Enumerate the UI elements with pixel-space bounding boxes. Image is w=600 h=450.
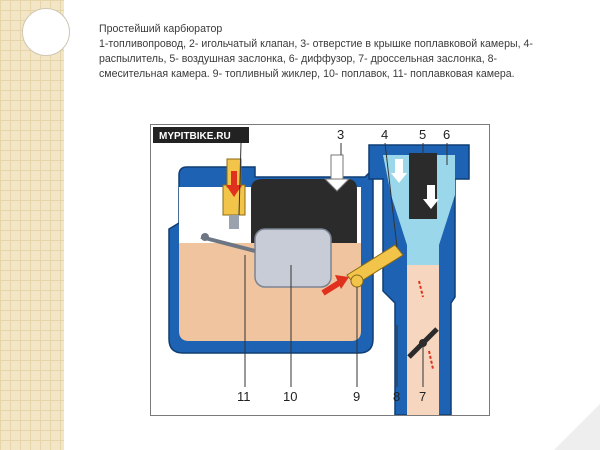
air-arrow-left-head <box>391 173 407 183</box>
air-arrow-right-shaft <box>427 185 435 201</box>
air-arrow-left-shaft <box>395 159 403 175</box>
needle-valve-needle <box>229 215 239 229</box>
decorative-ring <box>22 8 70 56</box>
label-10: 10 <box>283 389 297 404</box>
leader-lines <box>238 142 448 387</box>
fuel-to-jet-arrow-head <box>335 275 349 289</box>
lid-opening-block <box>251 179 357 243</box>
label-7: 7 <box>419 389 426 404</box>
label-3: 3 <box>337 127 344 142</box>
vent-arrow-head <box>323 178 351 192</box>
lever-pivot <box>201 233 209 241</box>
mixture-arrow-2 <box>428 350 434 370</box>
fuel-to-jet-arrow-shaft <box>321 280 341 296</box>
caption-legend: 1-топливопровод, 2- игольчатый клапан, 3… <box>99 38 533 80</box>
carburetor-diagram: MYPITBIKE.RU 2 3 4 5 6 11 10 9 8 7 <box>150 124 490 416</box>
label-9: 9 <box>353 389 360 404</box>
caption-title: Простейший карбюратор <box>99 23 223 35</box>
label-4: 4 <box>381 127 388 142</box>
slide-caption: Простейший карбюратор 1-топливопровод, 2… <box>99 22 569 82</box>
throttle-axle <box>419 339 427 347</box>
label-11: 11 <box>237 389 251 404</box>
label-6: 6 <box>443 127 450 142</box>
fuel-jet <box>350 274 364 288</box>
carburetor-drawing: MYPITBIKE.RU 2 3 4 5 6 11 10 9 8 7 <box>153 127 470 415</box>
watermark-badge <box>153 127 249 143</box>
fuel-inflow-arrow-head <box>226 185 242 197</box>
label-2: 2 <box>237 127 244 142</box>
label-8: 8 <box>393 389 400 404</box>
vent-arrow-shaft <box>330 154 344 182</box>
label-5: 5 <box>419 127 426 142</box>
mixture-arrow-1 <box>418 280 424 298</box>
decorative-grid-stripe <box>0 0 64 450</box>
page-curl-corner <box>554 404 600 450</box>
watermark-text: MYPITBIKE.RU <box>159 131 231 142</box>
float-lever <box>200 235 256 253</box>
float <box>254 228 332 288</box>
air-arrow-right-head <box>423 199 439 209</box>
